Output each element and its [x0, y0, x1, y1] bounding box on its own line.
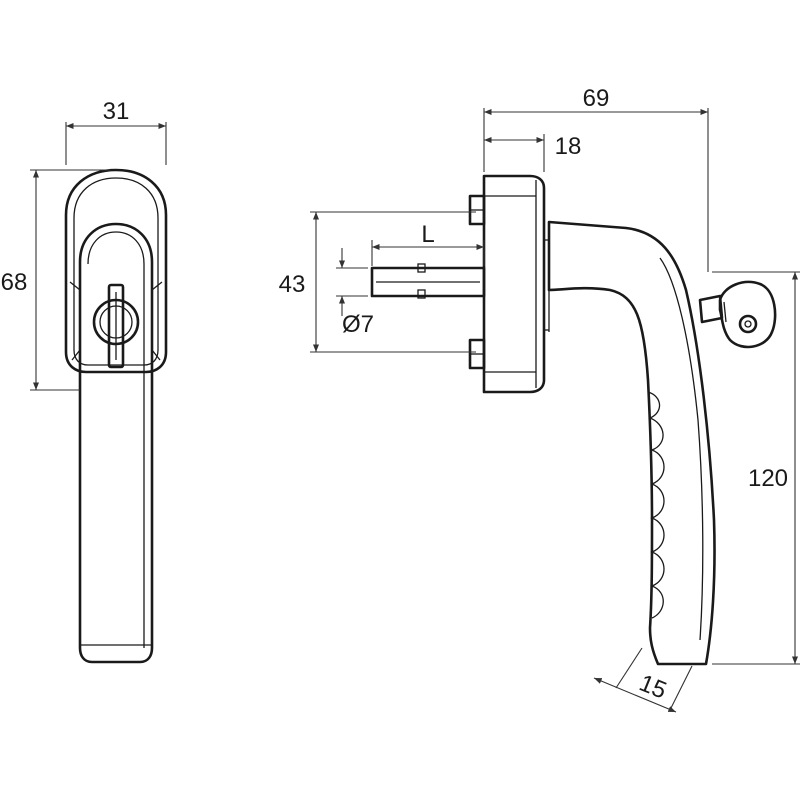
dimension-grip-width: 15: [593, 647, 693, 713]
key: [698, 280, 777, 349]
dimension-grip-width-label: 15: [635, 670, 670, 705]
dimension-height: 68: [1, 169, 110, 391]
dimension-hole-spacing-label: 43: [279, 271, 306, 298]
dimension-base-depth-label: 18: [555, 133, 582, 160]
dimension-hole-spacing: 43: [279, 211, 476, 353]
dimension-spindle-diameter: Ø7: [336, 248, 374, 338]
spindle: [370, 263, 486, 299]
mounting-screws: [468, 194, 486, 370]
side-lever: [544, 220, 716, 666]
lock-cylinder: [92, 283, 140, 369]
front-lever: [69, 222, 163, 664]
dimension-handle-height: 120: [712, 271, 800, 665]
dimension-total-depth-label: 69: [583, 85, 610, 112]
dimension-height-label: 68: [1, 269, 28, 296]
dimension-total-depth: 69: [483, 85, 709, 272]
dimension-spindle-length: L: [371, 221, 485, 266]
dimension-handle-height-label: 120: [748, 465, 788, 492]
dimension-width: 31: [65, 98, 167, 165]
dimension-spindle-length-label: L: [421, 221, 434, 248]
dimension-spindle-diameter-label: Ø7: [342, 311, 374, 338]
base-plate: [482, 174, 546, 394]
side-view: 69 18 43 L Ø7: [279, 85, 800, 713]
dimension-base-depth: 18: [484, 133, 581, 172]
front-view: 31 68: [1, 98, 168, 664]
dimension-width-label: 31: [103, 98, 130, 125]
